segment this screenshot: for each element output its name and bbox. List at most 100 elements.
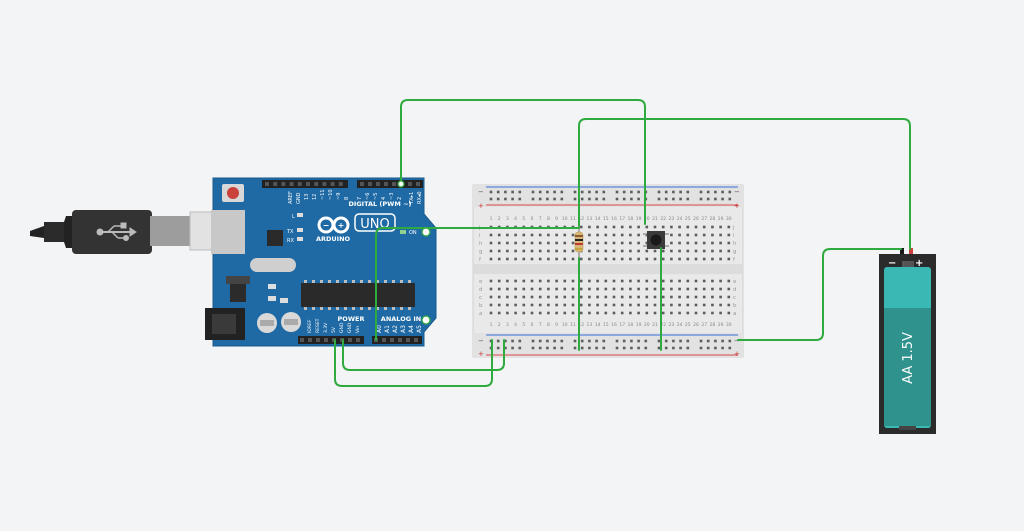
rail-hole[interactable] <box>664 197 668 201</box>
terminal-hole[interactable] <box>588 225 591 229</box>
terminal-hole[interactable] <box>563 249 567 253</box>
header-pin[interactable] <box>390 338 394 342</box>
rail-hole[interactable] <box>714 197 717 201</box>
header-pin[interactable] <box>382 338 386 342</box>
rail-hole[interactable] <box>496 346 500 350</box>
terminal-hole[interactable] <box>653 257 657 261</box>
terminal-hole[interactable] <box>661 287 665 291</box>
terminal-hole[interactable] <box>719 233 722 237</box>
terminal-hole[interactable] <box>670 249 673 253</box>
rail-hole[interactable] <box>679 346 682 350</box>
terminal-hole[interactable] <box>694 287 698 291</box>
terminal-hole[interactable] <box>727 257 731 261</box>
terminal-hole[interactable] <box>604 257 608 261</box>
terminal-hole[interactable] <box>555 241 558 245</box>
terminal-hole[interactable] <box>637 311 640 315</box>
rail-hole[interactable] <box>560 190 564 194</box>
terminal-hole[interactable] <box>661 225 665 229</box>
terminal-hole[interactable] <box>629 249 632 253</box>
terminal-hole[interactable] <box>522 295 526 299</box>
terminal-hole[interactable] <box>489 279 493 283</box>
rail-hole[interactable] <box>706 339 710 343</box>
terminal-hole[interactable] <box>506 241 509 245</box>
terminal-hole[interactable] <box>489 233 493 237</box>
rail-hole[interactable] <box>622 197 626 201</box>
rail-hole[interactable] <box>588 346 591 350</box>
terminal-hole[interactable] <box>604 233 608 237</box>
rail-hole[interactable] <box>721 190 724 194</box>
rail-hole[interactable] <box>553 339 556 343</box>
terminal-hole[interactable] <box>506 295 509 299</box>
terminal-hole[interactable] <box>637 287 640 291</box>
terminal-hole[interactable] <box>637 295 640 299</box>
header-pin[interactable] <box>289 182 294 186</box>
rail-hole[interactable] <box>706 190 710 194</box>
rail-hole[interactable] <box>496 197 500 201</box>
header-pin[interactable] <box>348 338 352 342</box>
terminal-hole[interactable] <box>497 249 501 253</box>
terminal-hole[interactable] <box>530 295 534 299</box>
terminal-hole[interactable] <box>588 287 591 291</box>
terminal-hole[interactable] <box>579 311 583 315</box>
terminal-hole[interactable] <box>711 257 714 261</box>
rail-hole[interactable] <box>538 197 542 201</box>
rail-hole[interactable] <box>546 346 549 350</box>
header-pin[interactable] <box>406 338 410 342</box>
rail-hole[interactable] <box>622 190 626 194</box>
rail-hole[interactable] <box>588 190 591 194</box>
terminal-hole[interactable] <box>588 311 591 315</box>
terminal-hole[interactable] <box>571 311 575 315</box>
terminal-hole[interactable] <box>719 257 722 261</box>
terminal-hole[interactable] <box>727 279 731 283</box>
rail-hole[interactable] <box>538 339 542 343</box>
rail-hole[interactable] <box>714 339 717 343</box>
terminal-hole[interactable] <box>620 311 624 315</box>
terminal-hole[interactable] <box>506 311 509 315</box>
terminal-hole[interactable] <box>719 241 722 245</box>
terminal-hole[interactable] <box>522 241 526 245</box>
rail-hole[interactable] <box>679 190 682 194</box>
terminal-hole[interactable] <box>694 279 698 283</box>
rail-hole[interactable] <box>721 339 724 343</box>
terminal-hole[interactable] <box>661 249 665 253</box>
rail-hole[interactable] <box>531 197 535 201</box>
rail-hole[interactable] <box>538 346 542 350</box>
rail-hole[interactable] <box>637 339 640 343</box>
terminal-hole[interactable] <box>522 257 526 261</box>
terminal-hole[interactable] <box>620 249 624 253</box>
terminal-hole[interactable] <box>702 311 706 315</box>
terminal-hole[interactable] <box>547 287 550 291</box>
wire-d2-to-button[interactable] <box>400 99 646 225</box>
terminal-hole[interactable] <box>612 295 616 299</box>
terminal-hole[interactable] <box>530 311 534 315</box>
terminal-hole[interactable] <box>596 249 599 253</box>
terminal-hole[interactable] <box>563 303 567 307</box>
header-pin[interactable] <box>416 182 420 186</box>
terminal-hole[interactable] <box>547 241 550 245</box>
terminal-hole[interactable] <box>579 303 583 307</box>
rail-hole[interactable] <box>686 346 690 350</box>
terminal-hole[interactable] <box>711 249 714 253</box>
terminal-hole[interactable] <box>563 287 567 291</box>
rail-hole[interactable] <box>728 190 732 194</box>
terminal-hole[interactable] <box>678 303 681 307</box>
wire-on-to-breadboard[interactable] <box>375 227 580 341</box>
terminal-hole[interactable] <box>514 257 517 261</box>
terminal-hole[interactable] <box>612 279 616 283</box>
terminal-hole[interactable] <box>678 295 681 299</box>
rail-hole[interactable] <box>518 339 522 343</box>
terminal-hole[interactable] <box>719 249 722 253</box>
terminal-hole[interactable] <box>563 311 567 315</box>
rail-hole[interactable] <box>630 197 633 201</box>
header-pin[interactable] <box>324 338 328 342</box>
rail-hole[interactable] <box>686 197 690 201</box>
terminal-hole[interactable] <box>645 233 649 237</box>
terminal-hole[interactable] <box>547 303 550 307</box>
terminal-hole[interactable] <box>555 303 558 307</box>
battery-terminal-negative[interactable] <box>900 248 904 254</box>
terminal-hole[interactable] <box>702 287 706 291</box>
terminal-hole[interactable] <box>579 225 583 229</box>
wire-gnd-2[interactable] <box>334 339 493 387</box>
header-pin[interactable] <box>414 338 418 342</box>
header-pin[interactable] <box>392 182 396 186</box>
